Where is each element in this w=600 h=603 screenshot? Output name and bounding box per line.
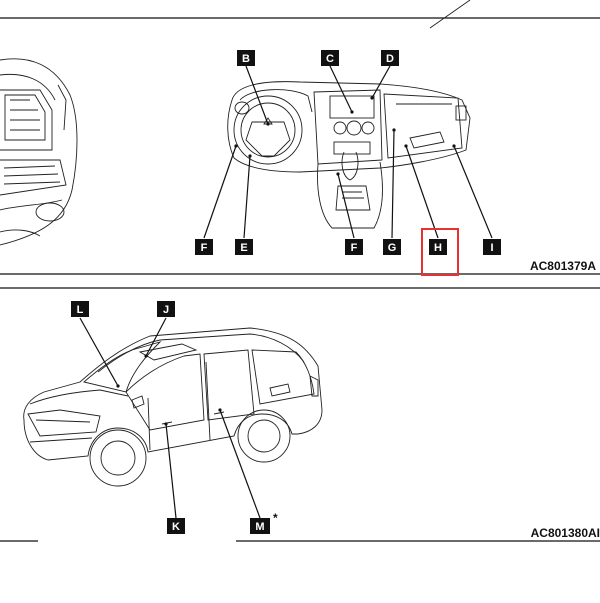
label-b-text: B	[242, 53, 250, 65]
label-m-text: M	[255, 521, 264, 533]
label-f-steering-text: F	[201, 242, 208, 254]
label-k: K	[167, 518, 185, 534]
label-m: M *	[250, 511, 278, 534]
label-m-asterisk: *	[273, 511, 278, 525]
label-i: I	[483, 239, 501, 255]
label-g-text: G	[388, 242, 397, 254]
label-j-text: J	[163, 304, 169, 316]
label-l: L	[71, 301, 89, 317]
label-h: H	[421, 228, 459, 276]
top-panel	[0, 0, 600, 275]
engine-compartment-illustration	[0, 58, 78, 246]
label-f-steering: F	[195, 239, 213, 255]
figure-code-top: AC801379A	[530, 259, 596, 273]
label-f-console: F	[345, 239, 363, 255]
label-l-text: L	[77, 304, 84, 316]
label-e: E	[235, 239, 253, 255]
vehicle-illustration	[23, 327, 323, 487]
label-c-text: C	[326, 53, 334, 65]
label-j: J	[157, 301, 175, 317]
label-h-text: H	[434, 242, 442, 254]
label-e-text: E	[240, 242, 247, 254]
bottom-panel	[0, 287, 600, 542]
label-b: B	[237, 50, 255, 66]
label-h-highlight-box	[421, 228, 459, 276]
label-c: C	[321, 50, 339, 66]
dashboard-leader-lines	[203, 65, 493, 239]
label-i-text: I	[490, 242, 493, 254]
corner-stroke	[429, 0, 471, 29]
dashboard-illustration	[227, 81, 471, 229]
label-g: G	[383, 239, 401, 255]
label-f-console-text: F	[351, 242, 358, 254]
figure-code-bottom: AC801380AI	[531, 526, 600, 540]
vehicle-leader-lines	[79, 317, 261, 519]
label-d: D	[381, 50, 399, 66]
label-d-text: D	[386, 53, 394, 65]
label-k-text: K	[172, 521, 180, 533]
